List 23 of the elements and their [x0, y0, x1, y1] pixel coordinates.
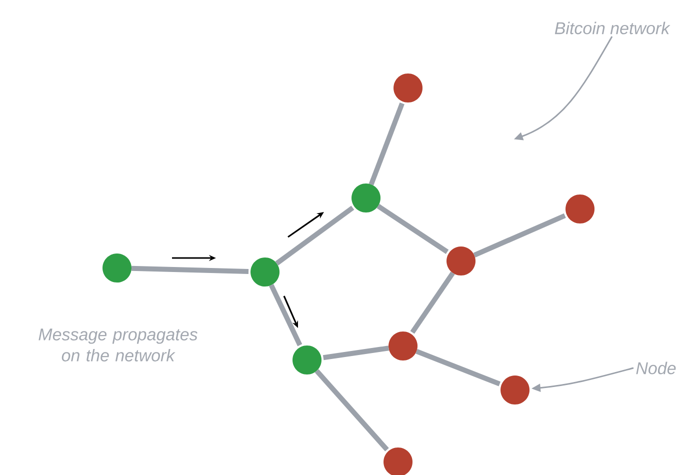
network-node: [352, 184, 380, 212]
link-line: [314, 369, 389, 452]
network-node: [388, 332, 418, 360]
link-line: [410, 272, 455, 334]
network-node: [446, 246, 476, 276]
link-line: [376, 204, 449, 254]
callout-text: Bitcoin network: [554, 22, 670, 34]
link-line: [368, 102, 404, 186]
callout-text: Node: [636, 362, 676, 374]
link-line: [269, 284, 302, 346]
network-node: [384, 448, 412, 475]
link-line: [473, 213, 566, 258]
link-line: [131, 266, 249, 274]
network-node: [102, 254, 132, 282]
network-node: [292, 346, 322, 374]
network-node: [250, 258, 280, 286]
link-line: [275, 206, 354, 266]
network-node: [394, 74, 422, 102]
network-node: [566, 194, 594, 224]
link-line: [416, 348, 501, 386]
link-line: [322, 346, 390, 360]
network-node: [500, 376, 530, 404]
caption-text: Message propagates on the network: [38, 328, 198, 362]
